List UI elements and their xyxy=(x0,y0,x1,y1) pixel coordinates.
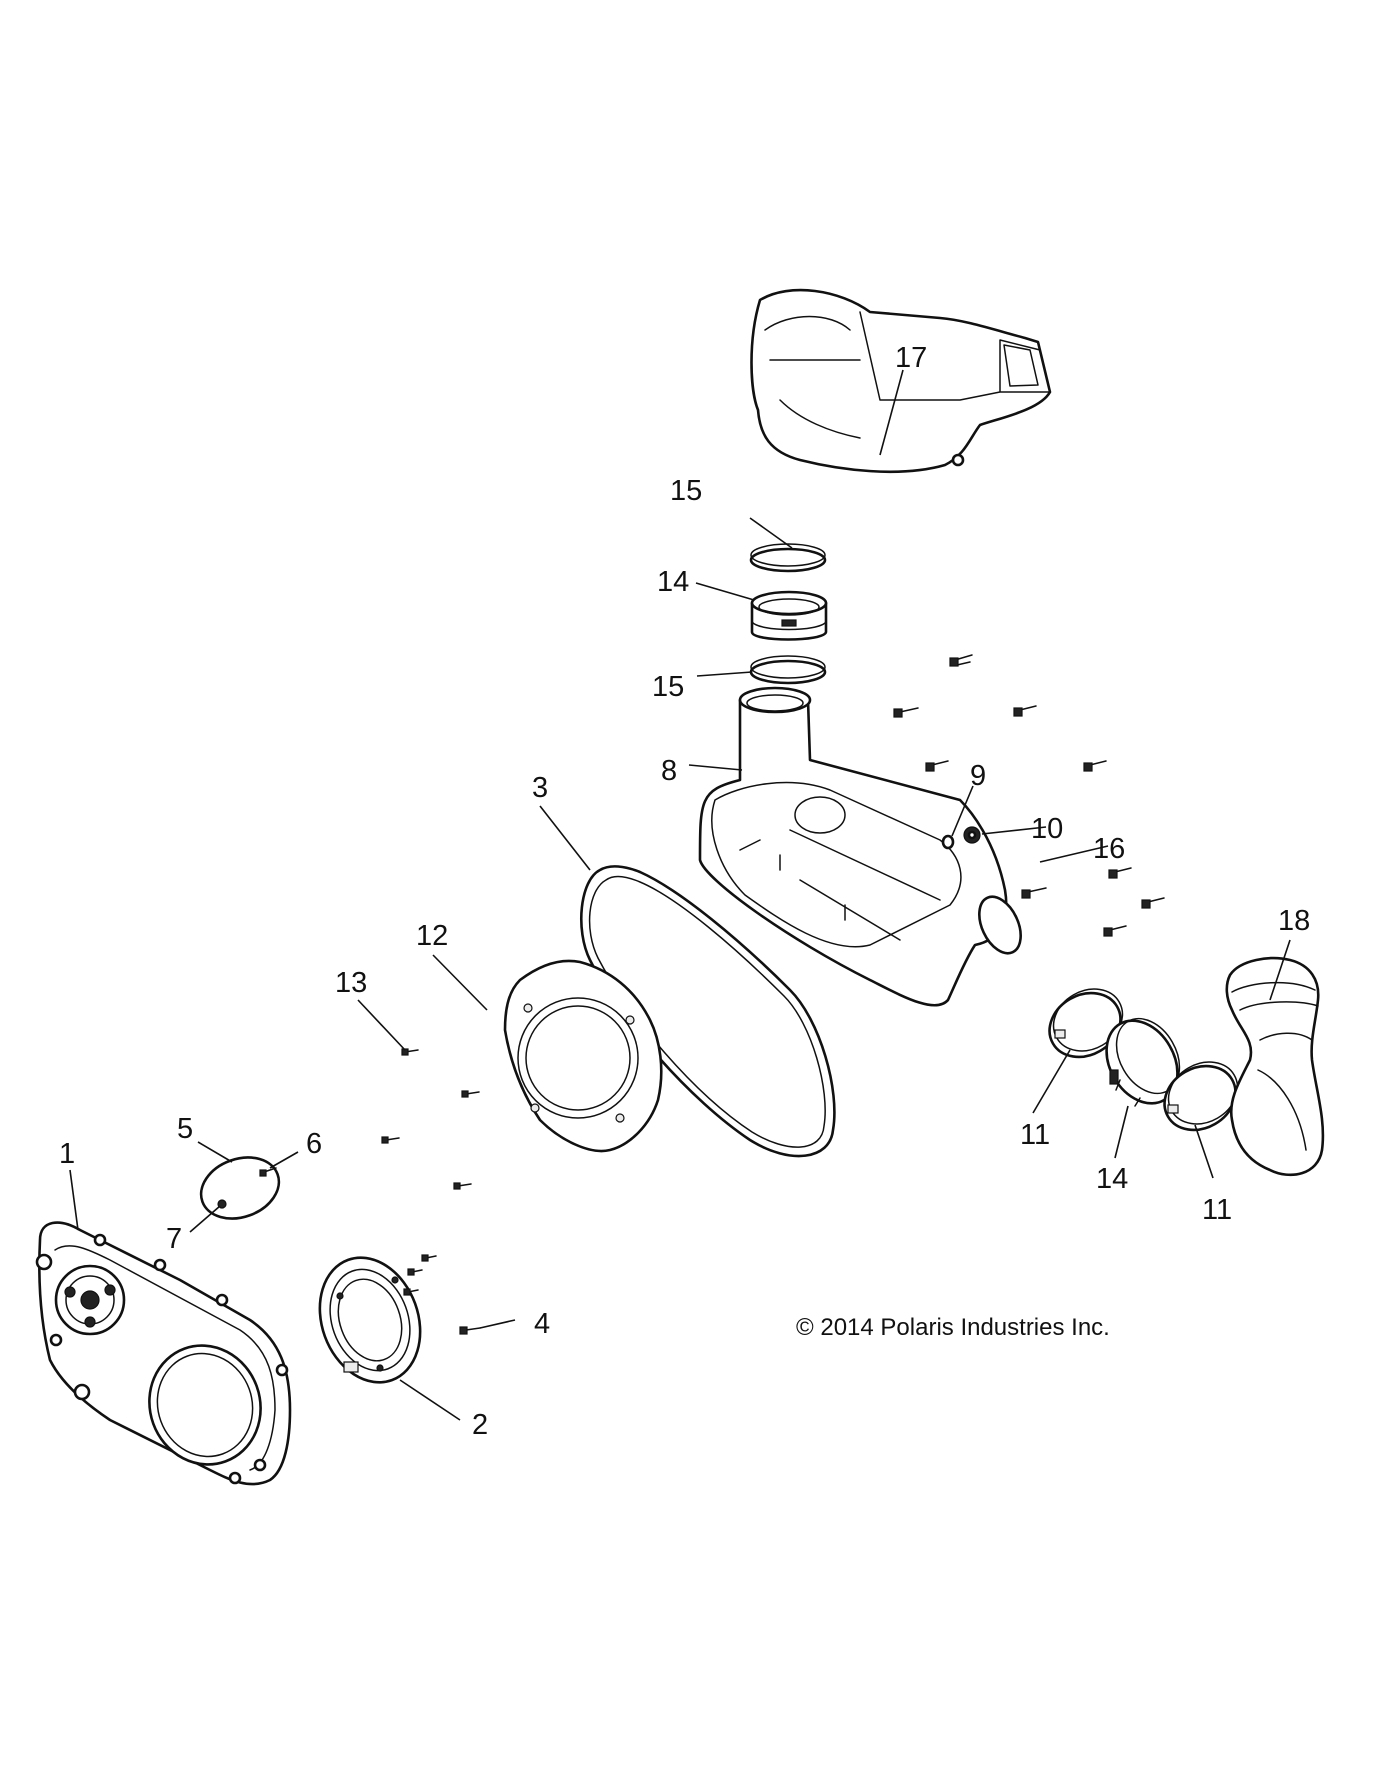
callout-2: 2 xyxy=(472,1409,488,1441)
part-12-shield[interactable] xyxy=(503,959,663,1153)
callout-4: 4 xyxy=(534,1308,550,1340)
part-3-drive-belt[interactable] xyxy=(580,865,836,1158)
callout-7: 7 xyxy=(166,1223,182,1255)
leader-lines xyxy=(69,369,1291,1421)
callout-9: 9 xyxy=(970,760,986,792)
part-9-washer[interactable] xyxy=(941,834,955,850)
callout-15-upper: 15 xyxy=(670,475,702,507)
part-18-outlet-duct[interactable] xyxy=(1225,956,1325,1177)
part-2-cover-plate[interactable] xyxy=(303,1243,437,1396)
callout-14-right: 14 xyxy=(1096,1163,1128,1195)
callout-8: 8 xyxy=(661,755,677,787)
callout-12: 12 xyxy=(416,920,448,952)
part-6-screw[interactable] xyxy=(259,1167,277,1177)
part-16-bolts[interactable] xyxy=(893,654,1165,937)
part-1-outer-cover[interactable] xyxy=(35,1221,292,1486)
callout-16: 16 xyxy=(1093,833,1125,865)
callout-15-lower: 15 xyxy=(652,671,684,703)
callout-1: 1 xyxy=(59,1138,75,1170)
callout-6: 6 xyxy=(306,1128,322,1160)
callout-17: 17 xyxy=(895,342,927,374)
callout-5: 5 xyxy=(177,1113,193,1145)
callout-10: 10 xyxy=(1031,813,1063,845)
part-14-coupler-upper[interactable] xyxy=(750,590,828,641)
part-11-clamp-right[interactable] xyxy=(1153,1050,1249,1143)
callout-3: 3 xyxy=(532,772,548,804)
part-14-coupler-right[interactable] xyxy=(1092,1007,1192,1116)
part-15-clamp-upper[interactable] xyxy=(749,543,827,573)
callout-14-upper: 14 xyxy=(657,566,689,598)
callout-18: 18 xyxy=(1278,905,1310,937)
part-4-screws[interactable] xyxy=(403,1254,481,1335)
part-11-clamp-left[interactable] xyxy=(1038,977,1134,1070)
part-8-inner-cover[interactable] xyxy=(698,686,1029,1007)
callout-11-right: 11 xyxy=(1202,1194,1232,1226)
part-13-screws[interactable] xyxy=(381,1048,480,1190)
callouts: 17 15 14 15 8 9 10 16 3 18 12 13 5 6 7 1… xyxy=(59,342,1310,1441)
part-15-clamp-lower[interactable] xyxy=(749,655,827,685)
callout-11-left: 11 xyxy=(1020,1119,1050,1151)
part-10-nut[interactable] xyxy=(963,826,981,844)
copyright-notice: © 2014 Polaris Industries Inc. xyxy=(796,1314,1110,1341)
callout-13: 13 xyxy=(335,967,367,999)
